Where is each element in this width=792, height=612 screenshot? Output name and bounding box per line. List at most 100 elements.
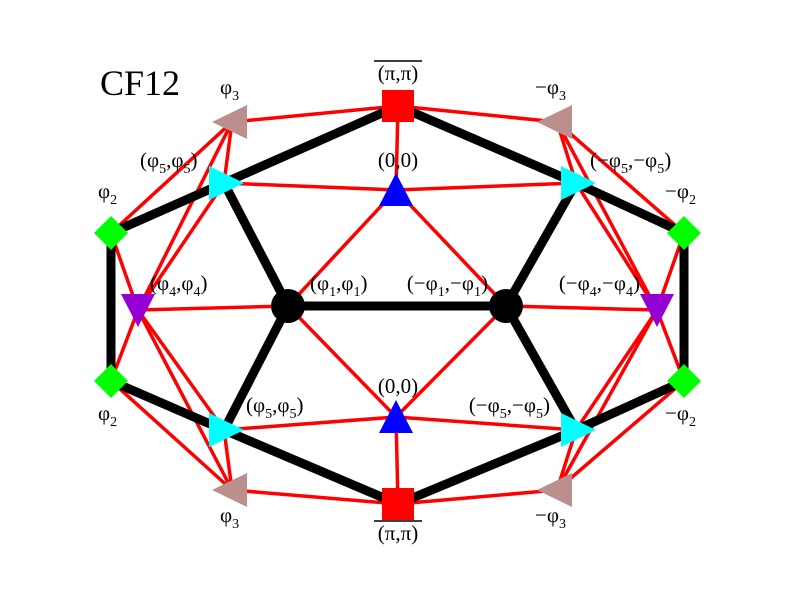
node-brTL-triangle-left xyxy=(212,105,247,139)
node-dBR-diamond xyxy=(667,364,701,398)
label-pR-text-1: ,−φ xyxy=(597,271,626,295)
label-c1-sub-1: 1 xyxy=(354,285,361,300)
thick-edge-sqT-cyTR xyxy=(393,101,581,188)
label-cyTL: (φ5​,φ5​) xyxy=(140,148,198,177)
thick-edge-cyBR-dBR xyxy=(571,376,689,435)
node-cyBR-triangle-right xyxy=(561,413,596,447)
thick-edge-c2-cyBR xyxy=(501,301,581,435)
label-sqT-text-0: (π,π) xyxy=(378,61,418,85)
label-trB: (0,0) xyxy=(378,374,418,398)
thin-edge-trT-c1 xyxy=(286,188,398,308)
node-cyTR-triangle-right xyxy=(561,166,596,200)
thin-edge-pL-c1 xyxy=(136,304,290,312)
label-cyTL-text-2: ) xyxy=(191,148,198,172)
label-dBR-sub-0: 2 xyxy=(689,415,696,430)
label-pR: (−φ4​,−φ4​) xyxy=(559,271,640,300)
label-cyTR: (−φ5​,−φ5​) xyxy=(590,148,671,177)
node-brTR-triangle-left xyxy=(537,105,572,139)
thin-edge-brBR-pR xyxy=(555,308,659,492)
label-c2: (−φ1​,−φ1​) xyxy=(407,271,488,300)
thin-edge-pR-cyBR xyxy=(574,308,659,432)
node-trT-triangle-up xyxy=(379,173,413,206)
label-cyBR-text-2: ) xyxy=(543,393,550,417)
thin-edge-brTL-sqT xyxy=(230,104,400,124)
label-pR-sub-0: 4 xyxy=(590,285,597,300)
thin-edge-brBL-dBL xyxy=(109,379,234,492)
thick-edge-sqB-cyBR xyxy=(393,425,581,509)
label-layer: (π,π)(π,π)(0,0)(0,0)(φ1​,φ1​)(−φ1​,−φ1​)… xyxy=(98,60,696,545)
label-dTL: φ2​ xyxy=(98,179,117,208)
node-dBL-diamond xyxy=(94,364,128,398)
label-cyTR-text-0: (−φ xyxy=(590,148,621,172)
label-pL-text-0: (φ xyxy=(150,271,169,295)
label-dTR-text-0: −φ xyxy=(665,179,689,203)
label-pL: (φ4​,φ4​) xyxy=(150,271,208,300)
thick-edge-cyBL-sqB xyxy=(219,425,403,509)
label-pR-sub-1: 4 xyxy=(626,285,633,300)
node-dTL-diamond xyxy=(94,216,128,250)
thin-edge-trT-c2 xyxy=(394,188,508,308)
thin-edge-pL-cyBL xyxy=(136,308,226,432)
thin-edge-sqB-brBR xyxy=(396,488,559,506)
label-dTL-text-0: φ xyxy=(98,179,110,203)
node-brBR-triangle-left xyxy=(537,473,572,507)
node-layer xyxy=(94,90,701,520)
thick-edge-cyTL-sqT xyxy=(219,101,403,188)
label-sqB: (π,π) xyxy=(378,521,418,545)
label-brBR: −φ3​ xyxy=(535,503,566,532)
thin-edge-pR-c2 xyxy=(504,304,659,312)
label-dTL-sub-0: 2 xyxy=(110,193,117,208)
label-brBR-text-0: −φ xyxy=(535,503,559,527)
thin-edge-brTR-pR xyxy=(555,120,659,312)
thick-edge-cyTR-dTR xyxy=(571,178,689,238)
node-c1-circle xyxy=(271,289,305,323)
label-cyBR: (−φ5​,−φ5​) xyxy=(469,393,550,422)
label-pL-text-1: ,φ xyxy=(176,271,193,295)
label-brBR-sub-0: 3 xyxy=(559,517,566,532)
label-cyBR-sub-0: 5 xyxy=(500,407,507,422)
label-cyBL: (φ5​,φ5​) xyxy=(246,393,304,422)
label-dBL-sub-0: 2 xyxy=(110,415,117,430)
node-pL-triangle-down xyxy=(121,294,155,327)
label-c1-text-0: (φ xyxy=(310,271,329,295)
label-cyTR-text-1: ,−φ xyxy=(628,148,657,172)
thick-edge-c1-cyBL xyxy=(219,301,293,435)
thick-edge-c1-cyTL xyxy=(219,178,293,311)
label-cyTR-text-2: ) xyxy=(664,148,671,172)
diagram-title: CF12 xyxy=(100,63,180,103)
label-pL-text-2: ) xyxy=(201,271,208,295)
label-cyTL-text-0: (φ xyxy=(140,148,159,172)
label-cyTL-sub-0: 5 xyxy=(159,162,166,177)
label-sqT: (π,π) xyxy=(378,61,418,85)
thin-edge-brBL-sqB xyxy=(230,488,400,506)
thin-edge-trB-cyBL xyxy=(222,415,398,432)
label-c1-sub-0: 1 xyxy=(329,285,336,300)
label-dBL: φ2​ xyxy=(98,401,117,430)
label-pL-sub-1: 4 xyxy=(194,285,201,300)
thin-edge-pL-cyTL xyxy=(136,181,226,312)
label-cyBL-sub-1: 5 xyxy=(290,407,297,422)
node-brBL-triangle-left xyxy=(212,473,247,507)
label-sqB-text-0: (π,π) xyxy=(378,521,418,545)
node-cyTL-triangle-right xyxy=(209,166,244,200)
label-cyTR-sub-0: 5 xyxy=(621,162,628,177)
label-brTR: −φ3​ xyxy=(535,75,566,104)
thin-edge-trB-c1 xyxy=(286,304,398,419)
label-brTR-text-0: −φ xyxy=(535,75,559,99)
thin-edge-trT-cyTR xyxy=(394,181,578,192)
thick-edge-cyBL-dBL xyxy=(106,376,229,435)
node-sqT-square xyxy=(382,90,414,122)
node-sqB-square xyxy=(382,488,414,520)
label-c1-text-1: ,φ xyxy=(336,271,353,295)
label-brBL-sub-0: 3 xyxy=(232,517,239,532)
node-dTR-diamond xyxy=(667,216,701,250)
label-dBR: −φ2​ xyxy=(665,401,696,430)
thin-edge-trB-cyBR xyxy=(394,415,578,432)
label-dBR-text-0: −φ xyxy=(665,401,689,425)
label-brBL: φ3​ xyxy=(220,503,239,532)
node-pR-triangle-down xyxy=(640,294,674,327)
node-c2-circle xyxy=(489,289,523,323)
label-pR-text-0: (−φ xyxy=(559,271,590,295)
thin-edge-brBR-dBR xyxy=(555,379,686,492)
